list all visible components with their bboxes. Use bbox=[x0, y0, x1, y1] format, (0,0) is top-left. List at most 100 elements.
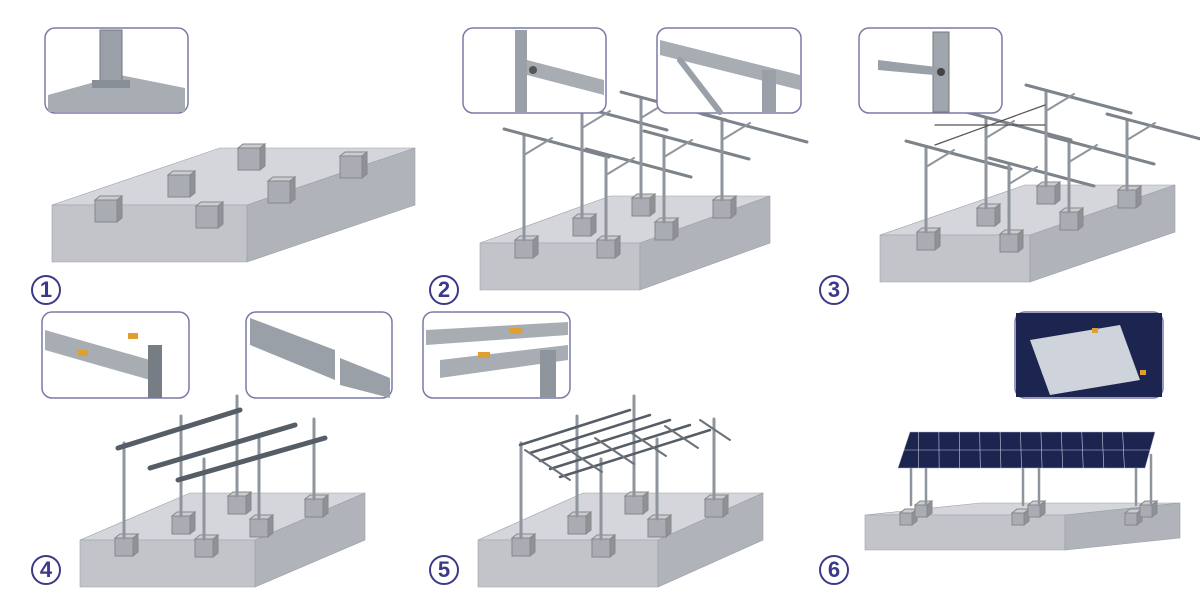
knee-brace bbox=[1008, 166, 1038, 185]
block-front bbox=[647, 518, 667, 538]
clamp bbox=[1092, 328, 1098, 333]
slab-front bbox=[477, 539, 659, 588]
block-front bbox=[1139, 504, 1153, 518]
block-side bbox=[1135, 184, 1142, 210]
block-side bbox=[189, 510, 196, 536]
rafter-beam bbox=[1047, 134, 1156, 166]
clamp bbox=[478, 352, 490, 358]
block-front bbox=[1011, 512, 1025, 526]
block-side bbox=[590, 212, 597, 238]
step-number-1: 1 bbox=[31, 275, 61, 305]
step-label: 1 bbox=[39, 277, 53, 302]
block-side bbox=[1151, 499, 1158, 519]
bolt bbox=[529, 66, 537, 74]
purlin-detail bbox=[426, 322, 568, 345]
block-front bbox=[916, 231, 936, 251]
detail-inset-rail-clamp bbox=[41, 311, 190, 399]
step-4-scene bbox=[79, 394, 366, 588]
rail bbox=[559, 443, 603, 473]
step-label: 5 bbox=[437, 557, 451, 582]
knee-brace bbox=[581, 110, 611, 129]
block-side bbox=[614, 234, 621, 260]
column-detail bbox=[540, 350, 556, 398]
block-front bbox=[94, 199, 118, 223]
step-number-6: 6 bbox=[819, 555, 849, 585]
clamp bbox=[128, 333, 138, 339]
block-front bbox=[596, 239, 616, 259]
block-side bbox=[189, 169, 196, 199]
slab-front bbox=[79, 539, 256, 588]
block-side bbox=[934, 226, 941, 252]
knee-brace bbox=[721, 122, 751, 141]
block-front bbox=[624, 495, 644, 515]
step-label: 6 bbox=[827, 557, 841, 582]
knee-brace bbox=[663, 139, 693, 158]
block-front bbox=[712, 199, 732, 219]
block-side bbox=[649, 192, 656, 218]
block-side bbox=[116, 194, 123, 224]
block-front bbox=[514, 239, 534, 259]
step-6-scene bbox=[864, 431, 1181, 551]
block-side bbox=[289, 175, 296, 205]
rafter-beam bbox=[642, 129, 751, 161]
detail-inset-rafter-brace bbox=[656, 27, 802, 115]
block-front bbox=[1117, 189, 1137, 209]
rail-detail bbox=[340, 358, 390, 398]
knee-brace bbox=[605, 157, 635, 176]
rafter-beam bbox=[700, 112, 809, 144]
clamp bbox=[510, 328, 522, 334]
block-side bbox=[1017, 228, 1024, 254]
knee-brace bbox=[925, 149, 955, 168]
column-detail bbox=[148, 345, 162, 398]
rail bbox=[629, 431, 667, 457]
main-rail bbox=[175, 435, 328, 483]
block-front bbox=[304, 498, 324, 518]
block-front bbox=[237, 147, 261, 171]
main-rail bbox=[147, 422, 298, 471]
block-front bbox=[899, 512, 913, 526]
clamp bbox=[1140, 370, 1146, 375]
column-detail bbox=[762, 70, 776, 112]
detail-inset-rail-splice bbox=[245, 311, 393, 399]
block-side bbox=[132, 532, 139, 558]
knee-brace bbox=[1045, 93, 1075, 112]
step-number-3: 3 bbox=[819, 275, 849, 305]
block-side bbox=[361, 150, 368, 180]
block-front bbox=[1059, 211, 1079, 231]
slab-front bbox=[864, 514, 1066, 551]
step-label: 4 bbox=[39, 557, 53, 582]
rafter-beam bbox=[1105, 112, 1200, 141]
block-side bbox=[722, 493, 729, 519]
block-front bbox=[511, 537, 531, 557]
clamp bbox=[78, 350, 88, 356]
block-front bbox=[249, 518, 269, 538]
block-side bbox=[585, 510, 592, 536]
step-1-scene bbox=[51, 142, 416, 263]
column-detail bbox=[515, 30, 527, 112]
purlin-detail bbox=[440, 345, 568, 378]
block-front bbox=[1124, 512, 1138, 526]
knee-brace bbox=[1126, 122, 1156, 141]
step-number-5: 5 bbox=[429, 555, 459, 585]
rail bbox=[699, 419, 731, 441]
step-3-scene bbox=[879, 83, 1200, 283]
block-side bbox=[212, 533, 219, 559]
brace-detail bbox=[677, 57, 723, 115]
block-side bbox=[672, 216, 679, 242]
purlin bbox=[538, 418, 672, 463]
block-front bbox=[654, 221, 674, 241]
bolt bbox=[937, 68, 945, 76]
block-side bbox=[245, 490, 252, 516]
block-front bbox=[631, 197, 651, 217]
block-front bbox=[999, 233, 1019, 253]
step-5-scene bbox=[477, 394, 764, 588]
step-number-2: 2 bbox=[429, 275, 459, 305]
detail-inset-bracing-bolt bbox=[858, 27, 1003, 114]
block-side bbox=[267, 513, 274, 539]
purlin bbox=[558, 428, 712, 479]
detail-inset-column-beam-joint bbox=[462, 27, 607, 114]
rail bbox=[594, 437, 635, 465]
block-front bbox=[1027, 504, 1041, 518]
block-front bbox=[572, 217, 592, 237]
